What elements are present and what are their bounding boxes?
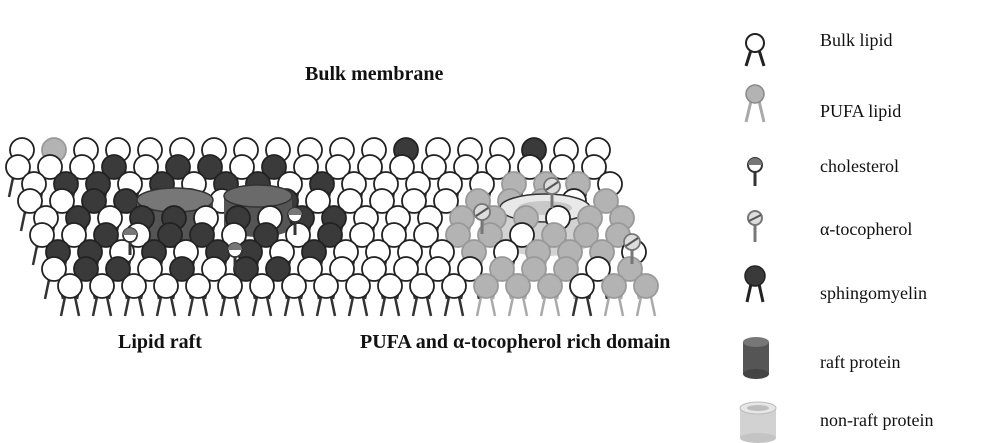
membrane-illustration — [0, 0, 720, 330]
bulk-lipid — [90, 274, 114, 316]
bulk-lipid — [346, 274, 370, 316]
legend-tocopherol: α-tocopherol — [820, 219, 912, 240]
pufa-lipid — [474, 274, 498, 316]
tocopherol-icon — [748, 211, 762, 242]
bulk-membrane-label: Bulk membrane — [305, 60, 465, 88]
lipid-raft-label: Lipid raft — [118, 328, 202, 356]
pufa-lipid-icon — [746, 85, 764, 122]
pufa-lipid — [634, 274, 658, 316]
legend-cholesterol: cholesterol — [820, 156, 899, 177]
pufa-lipid — [602, 274, 626, 316]
bulk-lipid — [186, 274, 210, 316]
non-raft-protein-icon — [740, 402, 776, 443]
bulk-lipid — [570, 274, 594, 316]
bulk-lipid — [410, 274, 434, 316]
legend-non-raft-protein: non-raft protein — [820, 410, 933, 431]
bulk-lipid — [58, 274, 82, 316]
raft-protein-icon — [743, 337, 769, 379]
legend-sphingomyelin: sphingomyelin — [820, 283, 927, 304]
pufa-lipid — [506, 274, 530, 316]
bulk-lipid — [314, 274, 338, 316]
bulk-lipid — [282, 274, 306, 316]
bulk-lipid — [378, 274, 402, 316]
cholesterol-icon — [748, 158, 762, 186]
bulk-lipid — [122, 274, 146, 316]
legend-icons — [735, 0, 815, 443]
bulk-lipid-icon — [746, 34, 764, 66]
bulk-lipid — [442, 274, 466, 316]
bulk-lipid — [250, 274, 274, 316]
pufa-lipid — [538, 274, 562, 316]
legend-pufa-lipid: PUFA lipid — [820, 101, 901, 122]
pufa-domain-label: PUFA and α-tocopherol rich domain — [360, 328, 680, 356]
sphingomyelin-icon — [745, 266, 765, 302]
legend-raft-protein: raft protein — [820, 352, 900, 373]
bulk-lipid — [154, 274, 178, 316]
legend-bulk-lipid: Bulk lipid — [820, 30, 893, 51]
bulk-lipid — [218, 274, 242, 316]
